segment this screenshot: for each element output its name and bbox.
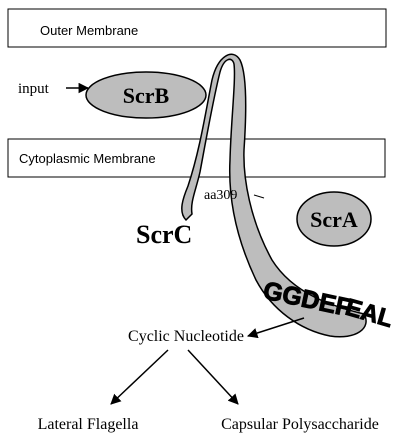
aa309-tick <box>253 194 265 199</box>
protein-to-nucleotide-arrow <box>247 317 305 339</box>
nucleotide-to-capsular-arrow <box>187 349 239 405</box>
scrb-label: ScrB <box>123 83 170 108</box>
cyclic-nucleotide-label: Cyclic Nucleotide <box>128 328 244 345</box>
scrb-ellipse <box>85 71 207 119</box>
outer-membrane-box <box>7 8 387 48</box>
cytoplasmic-membrane-label: Cytoplasmic Membrane <box>19 151 156 166</box>
scra-ellipse <box>296 191 372 247</box>
scrc-protein <box>181 53 367 338</box>
scra-label: ScrA <box>310 207 358 232</box>
capsular-polysaccharide-label: Capsular Polysaccharide <box>221 416 379 433</box>
outer-membrane-label: Outer Membrane <box>40 23 138 38</box>
nucleotide-to-flagella-arrow <box>110 349 169 405</box>
input-label: input <box>18 81 50 97</box>
lateral-flagella-label: Lateral Flagella <box>38 416 139 433</box>
scrc-label: ScrC <box>136 220 192 249</box>
aa309-label: aa309 <box>204 188 237 203</box>
